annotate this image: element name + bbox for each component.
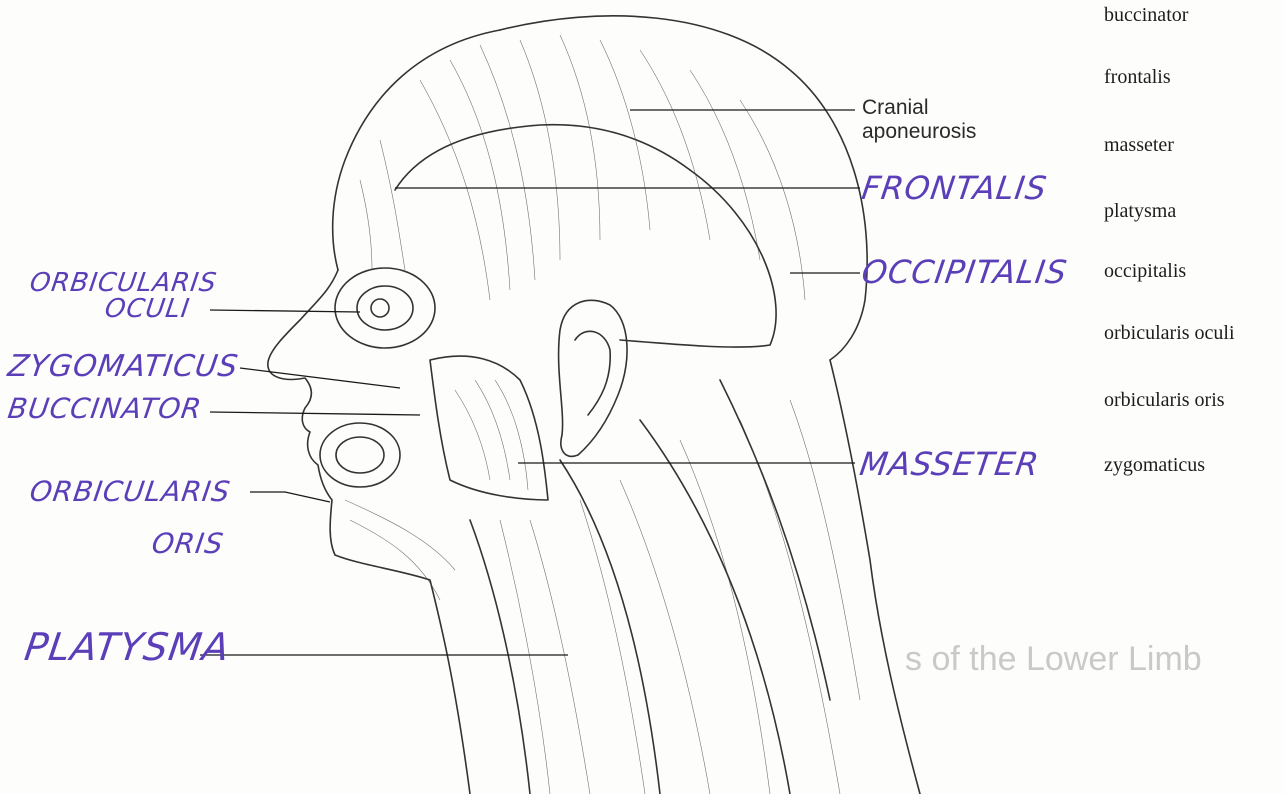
word-bank-item: occipitalis bbox=[1104, 260, 1186, 283]
mouth-muscle bbox=[320, 423, 400, 487]
cranial-line-1: Cranial bbox=[862, 96, 976, 120]
word-bank-item: orbicularis oris bbox=[1104, 389, 1225, 412]
face-profile bbox=[268, 270, 470, 794]
word-bank-item: masseter bbox=[1104, 134, 1174, 157]
ear bbox=[559, 300, 627, 456]
label-orbicularis-oris-1: ORBICULARIS bbox=[28, 478, 232, 506]
leader-orbicularis-oculi bbox=[210, 310, 360, 312]
masseter-muscle bbox=[430, 356, 548, 500]
leader-zygomaticus bbox=[240, 368, 400, 388]
label-orbicularis-oris-2: ORIS bbox=[150, 530, 225, 558]
label-masseter: MASSETER bbox=[858, 448, 1042, 480]
word-bank-item: platysma bbox=[1104, 200, 1176, 223]
word-bank-item: zygomaticus bbox=[1104, 454, 1205, 477]
word-bank-item: buccinator bbox=[1104, 4, 1188, 27]
label-frontalis: FRONTALIS bbox=[860, 172, 1049, 204]
leader-orbicularis-oris bbox=[250, 492, 330, 502]
label-occipitalis: OCCIPITALIS bbox=[860, 256, 1070, 288]
label-buccinator: BUCCINATOR bbox=[6, 395, 204, 423]
leader-buccinator bbox=[210, 412, 420, 415]
label-zygomaticus: ZYGOMATICUS bbox=[6, 352, 240, 382]
cranial-line-2: aponeurosis bbox=[862, 120, 976, 144]
label-cranial-aponeurosis: Cranial aponeurosis bbox=[862, 96, 976, 144]
label-orbicularis-oculi-1: ORBICULARIS bbox=[28, 270, 218, 296]
label-platysma: PLATYSMA bbox=[22, 628, 232, 666]
word-bank-item: frontalis bbox=[1104, 66, 1171, 89]
eye bbox=[357, 286, 413, 330]
back-of-head bbox=[333, 30, 500, 270]
label-orbicularis-oculi-2: OCULI bbox=[103, 296, 191, 322]
word-bank-item: orbicularis oculi bbox=[1104, 322, 1235, 345]
neck-back bbox=[830, 360, 920, 794]
